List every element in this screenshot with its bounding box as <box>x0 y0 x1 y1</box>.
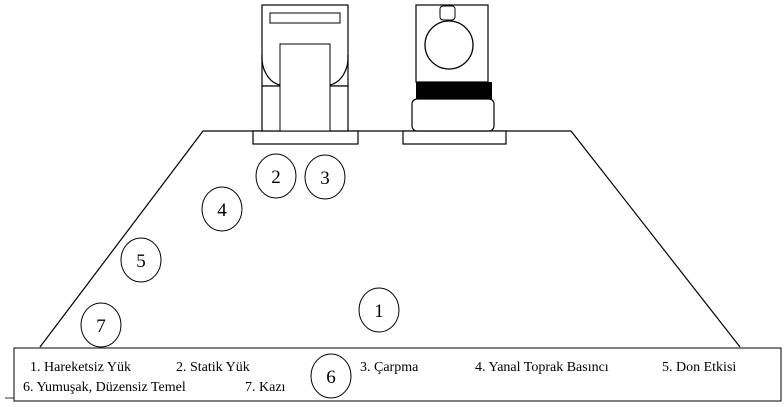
truck-left-wheel-arc <box>261 54 281 86</box>
marker-4: 4 <box>201 186 243 232</box>
marker-1-label: 1 <box>374 301 384 322</box>
marker-7-label: 7 <box>96 316 106 337</box>
marker-6: 6 <box>310 353 352 399</box>
marker-4-label: 4 <box>217 200 227 221</box>
legend-item-2: 2. Statik Yük <box>176 360 250 375</box>
marker-2: 2 <box>255 153 297 199</box>
marker-3-label: 3 <box>320 168 330 189</box>
locomotive-bogie <box>411 98 495 132</box>
embankment-outline <box>39 130 741 348</box>
legend-box <box>13 347 782 402</box>
legend-item-4: 4. Yanal Toprak Basıncı <box>475 360 609 375</box>
marker-2-label: 2 <box>271 167 281 188</box>
truck-front-view <box>261 4 349 132</box>
marker-3: 3 <box>304 154 346 200</box>
legend-item-7: 7. Kazı <box>245 380 286 395</box>
legend-item-1: 1. Hareketsiz Yük <box>30 360 131 375</box>
marker-7: 7 <box>80 302 122 348</box>
truck-right-wheel-arc <box>329 54 349 86</box>
locomotive-headlight <box>439 5 456 21</box>
marker-1: 1 <box>358 287 400 333</box>
locomotive-boiler-front <box>424 20 474 70</box>
truck-inner-panel <box>279 43 331 132</box>
truck-windshield <box>269 12 341 24</box>
marker-5: 5 <box>120 237 162 283</box>
legend-item-5: 5. Don Etkisi <box>662 360 736 375</box>
marker-5-label: 5 <box>136 251 146 272</box>
marker-6-label: 6 <box>326 367 336 388</box>
legend-item-6: 6. Yumuşak, Düzensiz Temel <box>23 380 186 395</box>
locomotive-buffer-beam <box>416 82 492 102</box>
legend-item-3: 3. Çarpma <box>360 360 419 375</box>
locomotive-front-view <box>411 4 495 132</box>
left-base-plate <box>252 130 359 145</box>
right-base-plate <box>402 130 507 145</box>
